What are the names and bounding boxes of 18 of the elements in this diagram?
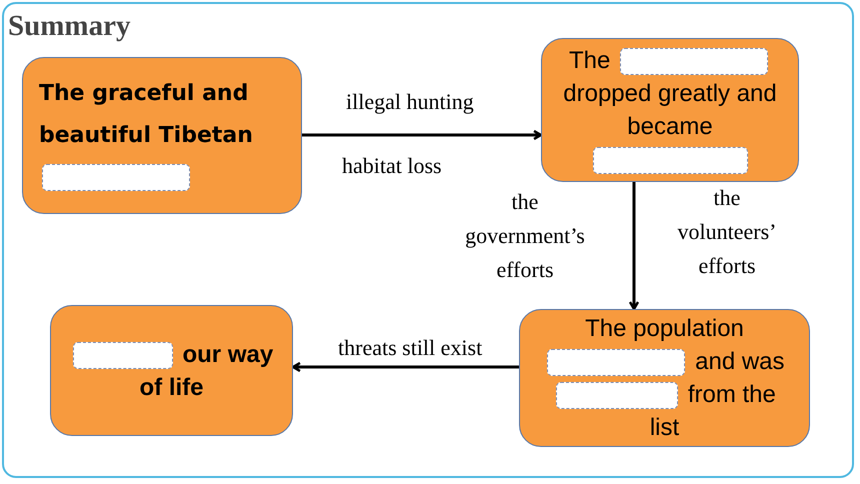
process-box — [50, 305, 293, 436]
box-text: our way of life — [140, 340, 274, 400]
arrow — [292, 362, 519, 372]
box-text: dropped greatly and became — [563, 80, 777, 140]
process-box — [541, 38, 799, 182]
arrow — [302, 130, 542, 140]
box-text: from the list — [650, 381, 776, 441]
title: Summary — [8, 10, 130, 43]
box-text: and was — [695, 348, 785, 375]
box-text: The population — [585, 315, 744, 342]
box-text: The — [568, 47, 610, 74]
box-text: The graceful and beautiful Tibetan — [39, 80, 253, 148]
process-box — [519, 309, 810, 447]
annotation-text: habitat loss — [342, 152, 442, 180]
process-box — [22, 57, 302, 214]
annotation-text: the volunteers’ efforts — [676, 184, 778, 280]
annotation-text: the government’s efforts — [464, 188, 586, 284]
arrow — [628, 182, 640, 310]
